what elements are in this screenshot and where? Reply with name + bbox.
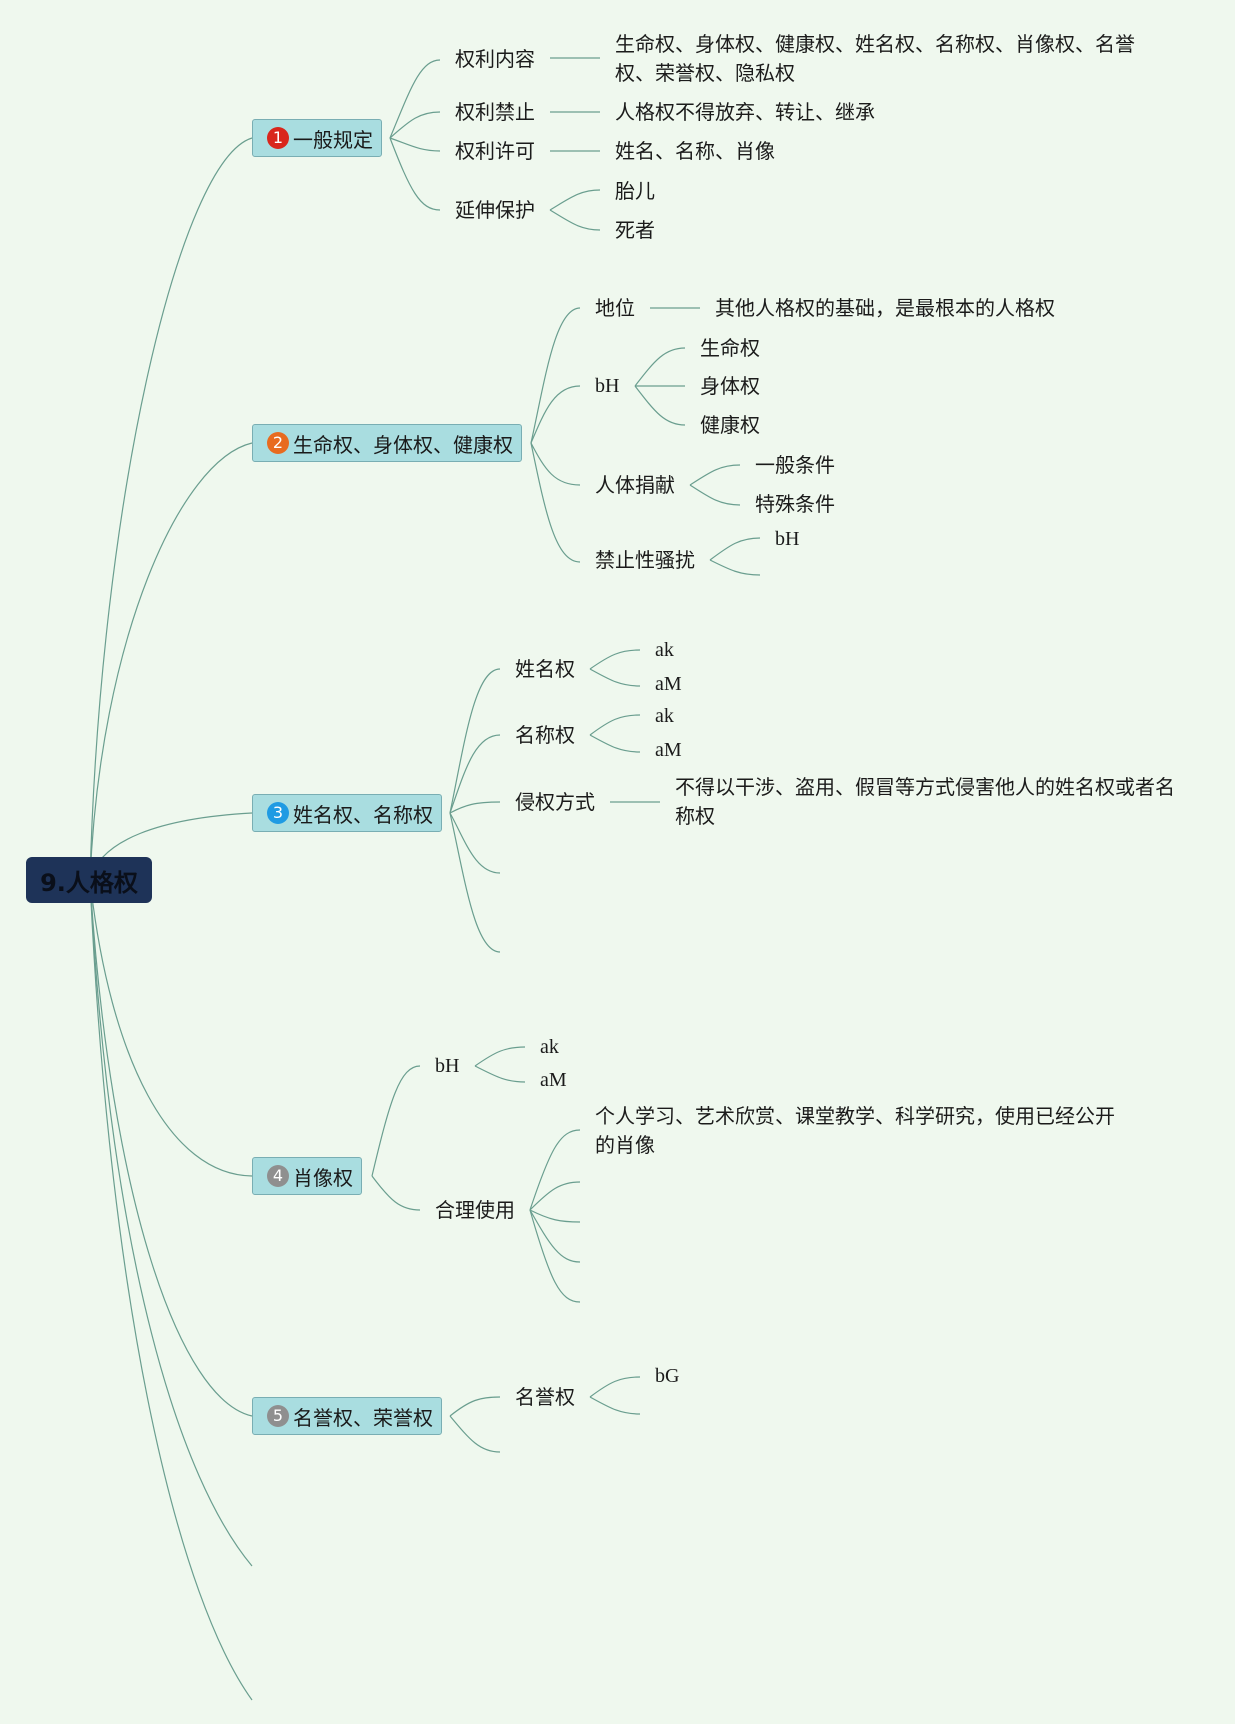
connector-b1-c4 (389, 137, 441, 211)
connector-b2-g6 (709, 537, 761, 561)
topic-special-conditions[interactable]: 特殊条件 (755, 492, 835, 516)
topic-bh[interactable]: bH (435, 1055, 460, 1077)
topic-ak[interactable]: ak (540, 1036, 559, 1058)
topic-bg[interactable]: bG (655, 1365, 680, 1387)
connector-b4-g1 (474, 1046, 526, 1067)
connector-root-branch-4 (89, 879, 253, 1177)
topic-fair-use-detail[interactable]: 个人学习、艺术欣赏、课堂教学、科学研究，使用已经公开的肖像 (595, 1104, 1115, 1157)
topic-body-donation[interactable]: 人体捐献 (595, 473, 675, 497)
topic-general-conditions[interactable]: 一般条件 (755, 453, 835, 477)
connector-b4-g5 (529, 1209, 581, 1223)
connector-b1-c2 (389, 111, 441, 139)
topic-right-to-health[interactable]: 健康权 (700, 413, 760, 437)
connector-b3-g3 (589, 714, 641, 736)
connector-b5-g2 (589, 1396, 641, 1415)
number-badge-1-icon: 1 (267, 127, 289, 149)
connector-root-branch-1 (89, 137, 253, 881)
connector-b3-c5 (449, 812, 501, 953)
connector-b4-c2 (371, 1175, 421, 1211)
connector-root-branch-2 (89, 442, 253, 881)
connector-b3-c2 (449, 734, 501, 814)
connector-b2-g1 (634, 347, 686, 387)
connector-b2-c1 (530, 307, 581, 444)
connector-b4-g6 (529, 1209, 581, 1263)
connector-b2-g5 (689, 484, 741, 506)
branch-portrait-right[interactable]: 4 肖像权 (252, 1157, 362, 1195)
topic-rights-content-detail[interactable]: 生命权、身体权、健康权、姓名权、名称权、肖像权、名誉权、荣誉权、隐私权 (615, 32, 1135, 85)
topic-status[interactable]: 地位 (595, 296, 635, 320)
topic-am[interactable]: aM (540, 1069, 567, 1091)
connector-b5-c1 (449, 1396, 501, 1417)
connector-b4-g3 (529, 1129, 581, 1211)
topic-rights-license[interactable]: 权利许可 (455, 139, 535, 163)
number-badge-4-icon: 4 (267, 1165, 289, 1187)
topic-bh[interactable]: bH (775, 528, 800, 550)
connector-b5-g1 (589, 1376, 641, 1398)
connector-b2-c4 (530, 442, 581, 563)
connector-b3-g2 (589, 668, 641, 687)
connector-b1-c3 (389, 137, 441, 152)
connector-b3-c3 (449, 801, 501, 814)
topic-fair-use[interactable]: 合理使用 (435, 1198, 515, 1222)
connector-b2-g4 (689, 464, 741, 486)
topic-extended-protection[interactable]: 延伸保护 (455, 198, 535, 222)
topic-infringement-methods[interactable]: 侵权方式 (515, 790, 595, 814)
branch-label: 名誉权、荣誉权 (293, 1405, 433, 1430)
topic-am[interactable]: aM (655, 673, 682, 695)
number-badge-5-icon: 5 (267, 1405, 289, 1427)
topic-ak[interactable]: ak (655, 705, 674, 727)
topic-name-right[interactable]: 姓名权 (515, 657, 575, 681)
topic-rights-license-detail[interactable]: 姓名、名称、肖像 (615, 139, 775, 163)
topic-deceased[interactable]: 死者 (615, 218, 655, 242)
branch-reputation-honor[interactable]: 5 名誉权、荣誉权 (252, 1397, 442, 1435)
branch-label: 姓名权、名称权 (293, 802, 433, 827)
branch-label: 一般规定 (293, 127, 373, 152)
topic-am[interactable]: aM (655, 739, 682, 761)
branch-label: 肖像权 (293, 1165, 353, 1190)
topic-rights-prohibition-detail[interactable]: 人格权不得放弃、转让、继承 (615, 100, 875, 124)
connector-b1-g1 (549, 189, 601, 211)
topic-reputation-right[interactable]: 名誉权 (515, 1385, 575, 1409)
topic-designation-right[interactable]: 名称权 (515, 723, 575, 747)
topic-sexual-harassment-ban[interactable]: 禁止性骚扰 (595, 548, 695, 572)
connector-b4-g4 (529, 1181, 581, 1211)
connector-b3-c4 (449, 812, 501, 874)
connector-b3-g1 (589, 649, 641, 670)
connector-root-extra-1 (89, 879, 253, 1567)
connector-b2-g3 (634, 385, 686, 426)
topic-right-to-body[interactable]: 身体权 (700, 374, 760, 398)
topic-infringement-detail[interactable]: 不得以干涉、盗用、假冒等方式侵害他人的姓名权或者名称权 (675, 775, 1175, 828)
topic-rights-content[interactable]: 权利内容 (455, 47, 535, 71)
connector-b2-c3 (530, 442, 581, 486)
topic-ak[interactable]: ak (655, 639, 674, 661)
connector-b1-g2 (549, 209, 601, 231)
connector-b4-g7 (529, 1209, 581, 1303)
connector-b1-c1 (389, 59, 441, 139)
branch-label: 生命权、身体权、健康权 (293, 432, 513, 457)
topic-bh[interactable]: bH (595, 375, 620, 397)
topic-rights-prohibition[interactable]: 权利禁止 (455, 100, 535, 124)
connector-root-branch-5 (89, 879, 253, 1417)
number-badge-3-icon: 3 (267, 802, 289, 824)
branch-life-body-health[interactable]: 2 生命权、身体权、健康权 (252, 424, 522, 462)
number-badge-2-icon: 2 (267, 432, 289, 454)
branch-general-provisions[interactable]: 1 一般规定 (252, 119, 382, 157)
topic-fetus[interactable]: 胎儿 (615, 179, 655, 203)
connector-b3-g4 (589, 734, 641, 753)
connector-b2-g7 (709, 559, 761, 576)
connector-b4-g2 (474, 1065, 526, 1083)
connector-b2-c2 (530, 385, 581, 444)
connector-b5-c2 (449, 1415, 501, 1453)
branch-name-rights[interactable]: 3 姓名权、名称权 (252, 794, 442, 832)
root-topic[interactable]: 9.人格权 (26, 857, 152, 903)
topic-status-detail[interactable]: 其他人格权的基础，是最根本的人格权 (715, 296, 1055, 320)
topic-right-to-life[interactable]: 生命权 (700, 336, 760, 360)
connector-b3-c1 (449, 668, 501, 814)
connector-root-extra-2 (89, 879, 253, 1701)
connector-b4-c1 (371, 1065, 421, 1177)
